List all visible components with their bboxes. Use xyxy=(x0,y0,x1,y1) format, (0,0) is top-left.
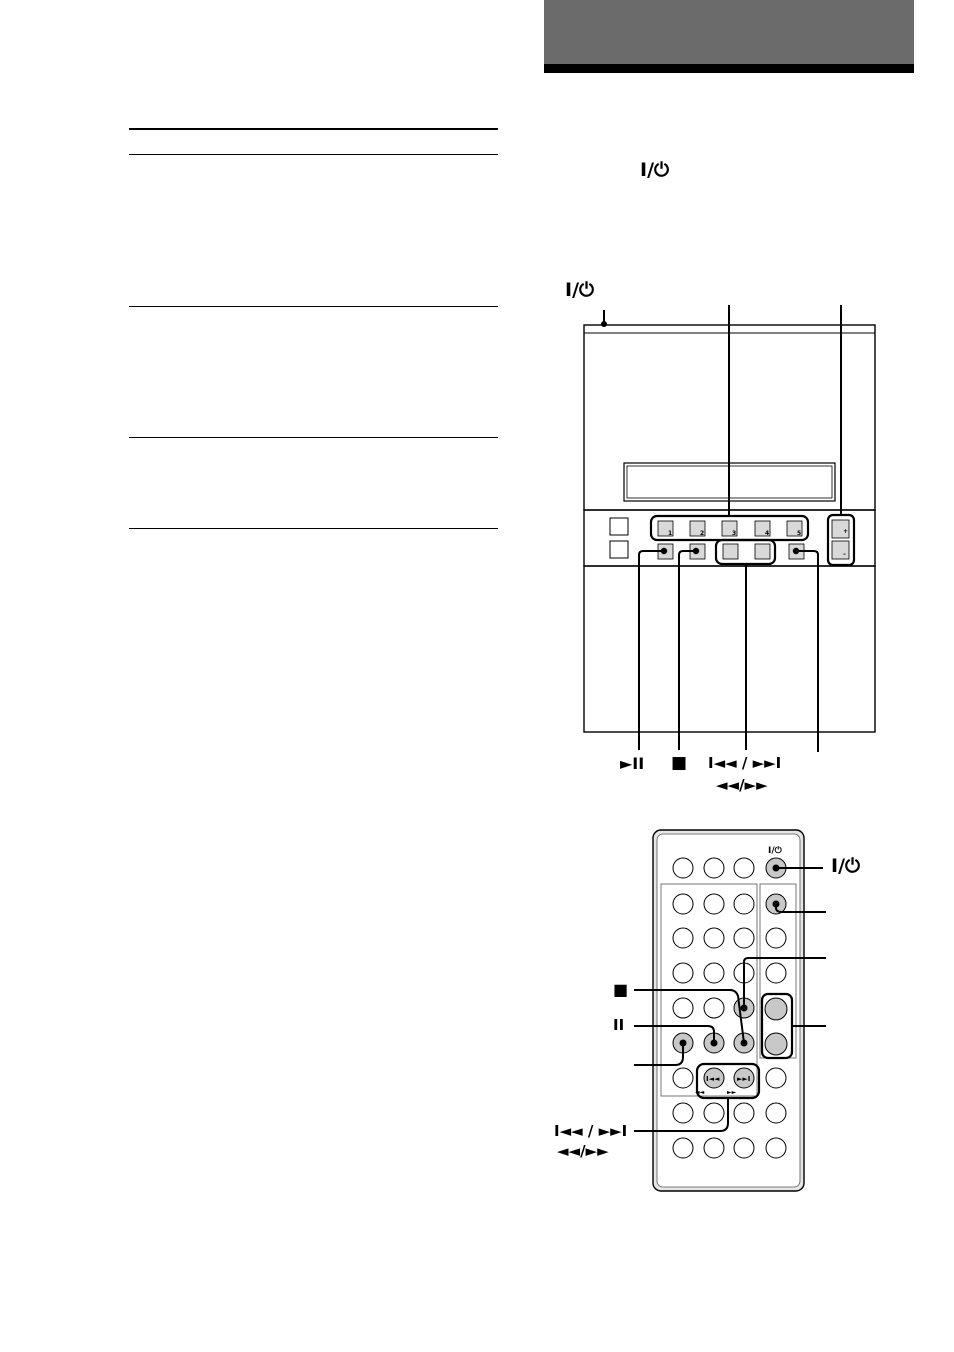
section-header-bar xyxy=(544,0,914,64)
play-pause-callout xyxy=(638,550,664,750)
remote-diagram: I◄◄ ►►I ◄◄ ►► xyxy=(634,829,826,1192)
remote-power-button-text: I/⏻ xyxy=(768,846,782,856)
svg-text:►►I: ►►I xyxy=(737,1075,750,1083)
remote-stop-callout xyxy=(634,989,745,1044)
preset-number: 3 xyxy=(732,530,736,537)
remote-pause-callout xyxy=(634,1025,715,1043)
unit-stop-label: ■ xyxy=(671,753,688,773)
svg-text:►►: ►► xyxy=(727,1089,737,1096)
remote-play-callout xyxy=(743,957,826,1008)
unit-seek-label: ◄◄/►► xyxy=(716,776,768,794)
table-header-rule xyxy=(129,154,498,155)
svg-text:◄◄: ◄◄ xyxy=(695,1089,705,1096)
remote-function-callout xyxy=(775,904,826,913)
svg-text:I◄◄: I◄◄ xyxy=(706,1075,720,1083)
table-row-rule xyxy=(129,437,498,438)
volume-minus: – xyxy=(843,551,846,558)
remote-skip-callout xyxy=(634,1098,729,1132)
remote-stop-label: ■ xyxy=(613,980,629,999)
unit-play-pause-label: ►II xyxy=(620,754,645,773)
function-callout xyxy=(796,550,819,752)
unit-bottom-panel xyxy=(583,565,876,733)
preset-number: 4 xyxy=(765,530,769,537)
remote-power-label: I/⏻ xyxy=(831,855,861,877)
power-symbol-inline: I/⏻ xyxy=(640,159,670,181)
unit-power-label: I/⏻ xyxy=(565,279,595,301)
table-bottom-rule xyxy=(129,528,498,529)
remote-buttons xyxy=(672,857,787,1159)
remote-pause-label: II xyxy=(613,1016,625,1034)
main-unit-diagram: 1 2 3 4 5 + – xyxy=(583,305,876,752)
remote-seek-label: ◄◄/►► xyxy=(557,1142,609,1160)
stop-callout xyxy=(678,550,696,750)
preset-number: 5 xyxy=(797,530,801,537)
unit-skip-label: I◄◄ / ►►I xyxy=(708,754,782,772)
preset-number: 1 xyxy=(668,530,672,537)
preset-number: 2 xyxy=(700,530,704,537)
remote-next-button xyxy=(733,1067,755,1089)
remote-volume-down-button xyxy=(764,1032,788,1056)
volume-plus: + xyxy=(843,528,848,535)
table-top-rule xyxy=(129,128,498,130)
remote-prev-button xyxy=(703,1067,725,1089)
remote-skip-label: I◄◄ / ►►I xyxy=(554,1122,628,1140)
table-row-rule xyxy=(129,306,498,307)
remote-volume-up-button xyxy=(764,997,788,1021)
remote-mode-callout xyxy=(634,1043,684,1066)
section-header-underline xyxy=(544,64,914,73)
